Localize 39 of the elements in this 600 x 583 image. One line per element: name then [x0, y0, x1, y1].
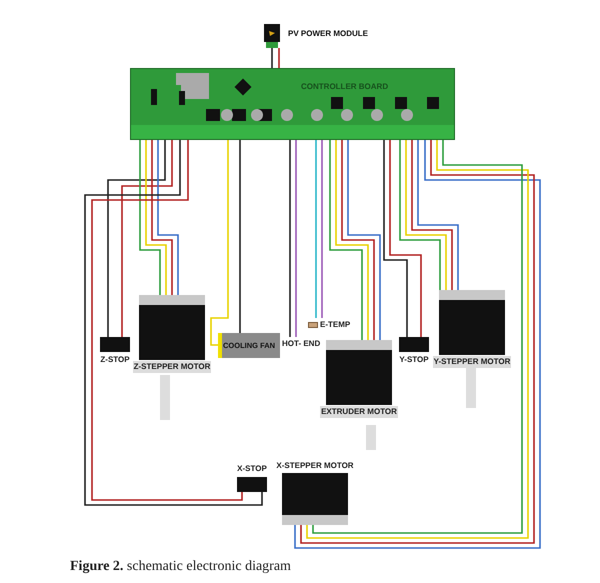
- wire: [295, 140, 297, 337]
- switch-label: X-STOP: [237, 463, 267, 475]
- board-label: CONTROLLER BOARD: [301, 81, 388, 93]
- wire: [84, 140, 263, 506]
- switch-label: Z-STOP: [100, 354, 130, 366]
- sensor-label: E-TEMP: [320, 319, 350, 331]
- figure-caption: Figure 2. schematic electronic diagram: [70, 558, 291, 576]
- wire: [91, 140, 243, 501]
- wire: [157, 140, 179, 295]
- wire: [289, 140, 291, 337]
- wire: [107, 140, 166, 337]
- motor-label: EXTRUDER MOTOR: [320, 406, 398, 418]
- wire: [239, 140, 241, 333]
- wire: [121, 140, 173, 337]
- switch-label: Y-STOP: [399, 354, 429, 366]
- motor-label: X-STEPPER MOTOR: [276, 460, 354, 472]
- cooling-fan: [218, 333, 280, 358]
- wire: [389, 140, 422, 337]
- wire: [383, 140, 408, 337]
- wire: [341, 140, 375, 340]
- wire: [405, 140, 447, 290]
- component-label: HOT- END: [282, 338, 320, 350]
- wire: [145, 140, 167, 295]
- wire: [411, 140, 453, 290]
- wire: [347, 140, 381, 340]
- wire: [315, 140, 317, 318]
- motor-label: Z-STEPPER MOTOR: [132, 361, 212, 373]
- wire: [139, 140, 161, 295]
- wire: [399, 140, 441, 290]
- wire: [417, 140, 459, 290]
- module-label: PV POWER MODULE: [288, 28, 368, 40]
- motor-label: Y-STEPPER MOTOR: [432, 356, 512, 368]
- wire: [335, 140, 369, 340]
- wire: [278, 48, 280, 68]
- wire: [321, 140, 323, 318]
- wire: [329, 140, 363, 340]
- wire: [151, 140, 173, 295]
- wire: [271, 48, 273, 68]
- wire: [210, 140, 229, 346]
